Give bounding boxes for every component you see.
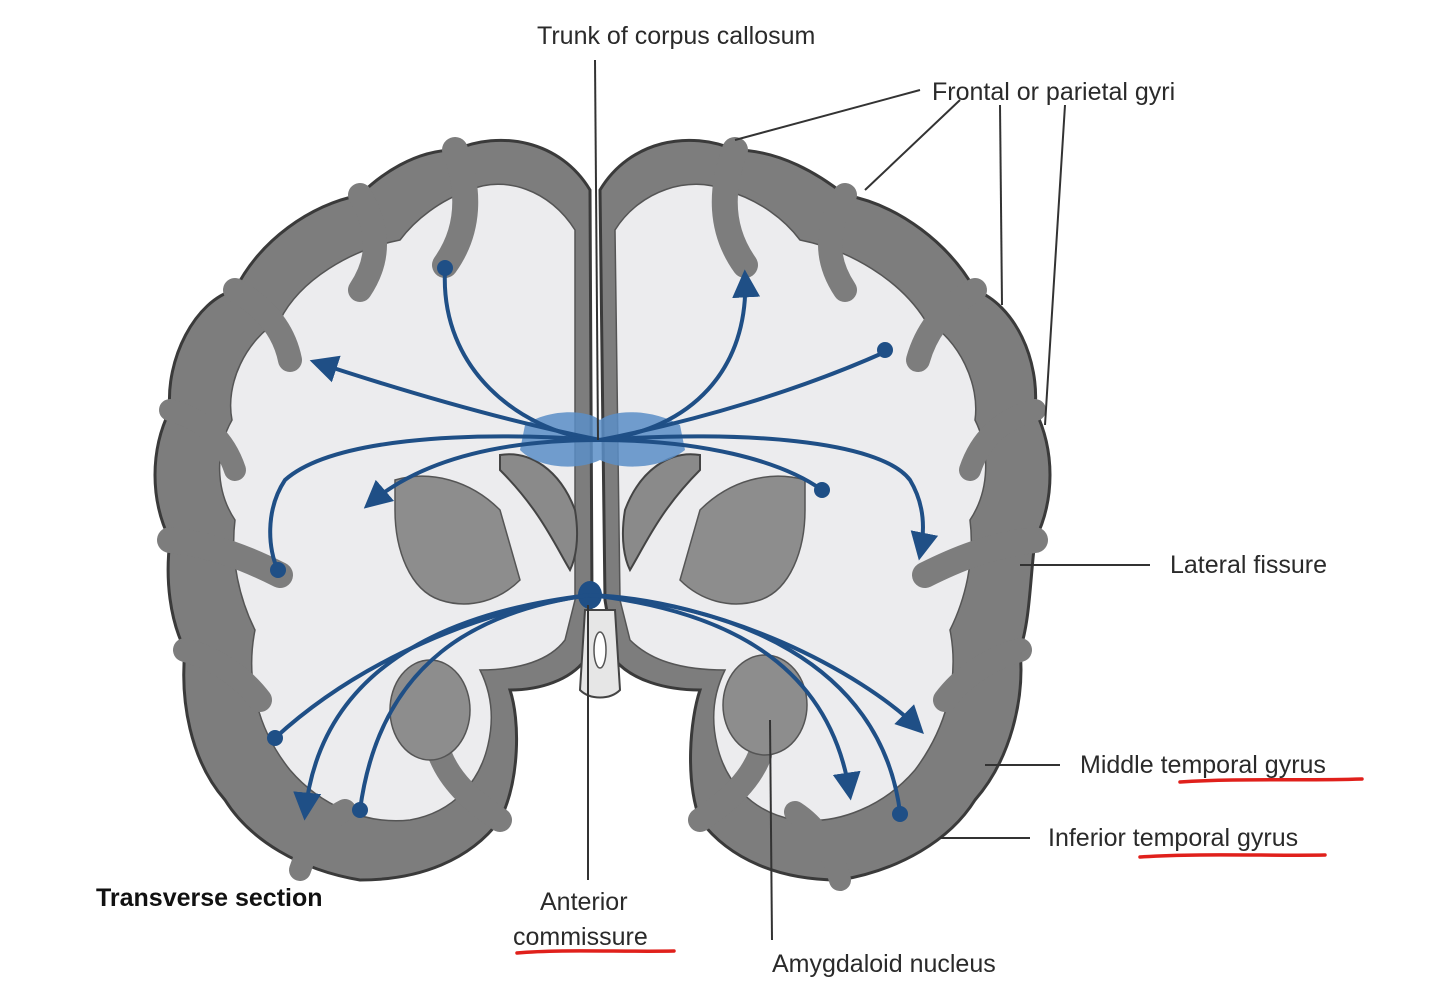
third-ventricle-lumen bbox=[593, 631, 607, 669]
label-commissure: commissure bbox=[513, 923, 648, 951]
left-sulcus bbox=[432, 137, 479, 278]
ac-fiber-left-dot-2 bbox=[358, 593, 592, 812]
label-frontal-parietal-gyri: Frontal or parietal gyri bbox=[932, 78, 1175, 106]
right-sulcus bbox=[912, 527, 1048, 588]
right-amygdala bbox=[722, 654, 808, 756]
ac-fiber-right-dot bbox=[588, 593, 902, 814]
leader-trunk bbox=[594, 59, 599, 441]
ac-fiber-right-arrow-2 bbox=[588, 593, 861, 801]
label-anterior: Anterior bbox=[540, 888, 628, 916]
fiber-endpoint-dot bbox=[877, 342, 893, 358]
underline-commissure bbox=[515, 949, 676, 955]
left-sulcus bbox=[348, 183, 387, 302]
fiber-right-dot-high bbox=[598, 350, 887, 442]
left-amygdala bbox=[389, 659, 471, 761]
left-sulcus bbox=[223, 278, 302, 372]
red-underlines bbox=[515, 777, 1364, 955]
leader-gyri-3 bbox=[999, 104, 1003, 306]
fiber-right-arrow-low bbox=[598, 434, 939, 561]
leader-gyri-2 bbox=[864, 99, 961, 191]
fiber-endpoint-dot bbox=[437, 260, 453, 276]
fiber-left-arrow-high bbox=[309, 355, 602, 442]
left-basal-ganglia bbox=[394, 475, 521, 605]
fiber-endpoint-dot bbox=[267, 730, 283, 746]
callosal-fibers bbox=[268, 260, 939, 578]
right-basal-ganglia bbox=[679, 475, 806, 605]
labels: Trunk of corpus callosum Frontal or pari… bbox=[96, 22, 1327, 978]
leader-gyri-4 bbox=[1044, 104, 1066, 426]
right-sulcus bbox=[818, 183, 857, 302]
leader-amygdaloid bbox=[769, 719, 773, 941]
anterior-commissure-fibers bbox=[267, 593, 924, 822]
left-hemisphere bbox=[153, 137, 594, 882]
fiber-endpoint-dot bbox=[352, 802, 368, 818]
label-trunk-of-corpus-callosum: Trunk of corpus callosum bbox=[537, 22, 815, 50]
leader-lines bbox=[587, 59, 1150, 941]
leader-gyri-1 bbox=[734, 89, 921, 141]
right-sulcus bbox=[959, 399, 1046, 481]
fiber-left-dot-low bbox=[268, 434, 602, 572]
left-lateral-ventricle bbox=[499, 453, 579, 573]
left-sulcus bbox=[173, 638, 272, 712]
fiber-endpoint-dot bbox=[814, 482, 830, 498]
fiber-endpoint-dot bbox=[892, 806, 908, 822]
fiber-endpoint-dot bbox=[270, 562, 286, 578]
fiber-left-arrow-mid bbox=[363, 438, 602, 509]
right-lateral-ventricle bbox=[621, 453, 701, 573]
left-sulcus bbox=[289, 799, 356, 881]
ac-fiber-left-arrow bbox=[293, 593, 592, 821]
right-hemisphere bbox=[598, 137, 1052, 891]
label-inferior-temporal-gyrus: Inferior temporal gyrus bbox=[1048, 824, 1298, 852]
underline-inferior-temporal-gyrus bbox=[1138, 853, 1327, 859]
right-sulcus bbox=[906, 278, 987, 372]
right-sulcus bbox=[784, 801, 851, 891]
right-sulcus bbox=[688, 743, 772, 832]
underline-middle-temporal-gyrus bbox=[1178, 777, 1364, 784]
deep-structures bbox=[389, 453, 808, 761]
left-sulcus bbox=[428, 743, 512, 832]
right-sulcus bbox=[933, 638, 1032, 712]
left-sulcus bbox=[159, 399, 246, 481]
label-middle-temporal-gyrus: Middle temporal gyrus bbox=[1080, 751, 1326, 779]
label-transverse-section: Transverse section bbox=[96, 884, 323, 912]
fiber-right-dot-mid bbox=[598, 438, 824, 492]
label-lateral-fissure: Lateral fissure bbox=[1170, 551, 1327, 579]
right-sulcus bbox=[711, 137, 758, 278]
label-amygdaloid-nucleus: Amygdaloid nucleus bbox=[772, 950, 996, 978]
